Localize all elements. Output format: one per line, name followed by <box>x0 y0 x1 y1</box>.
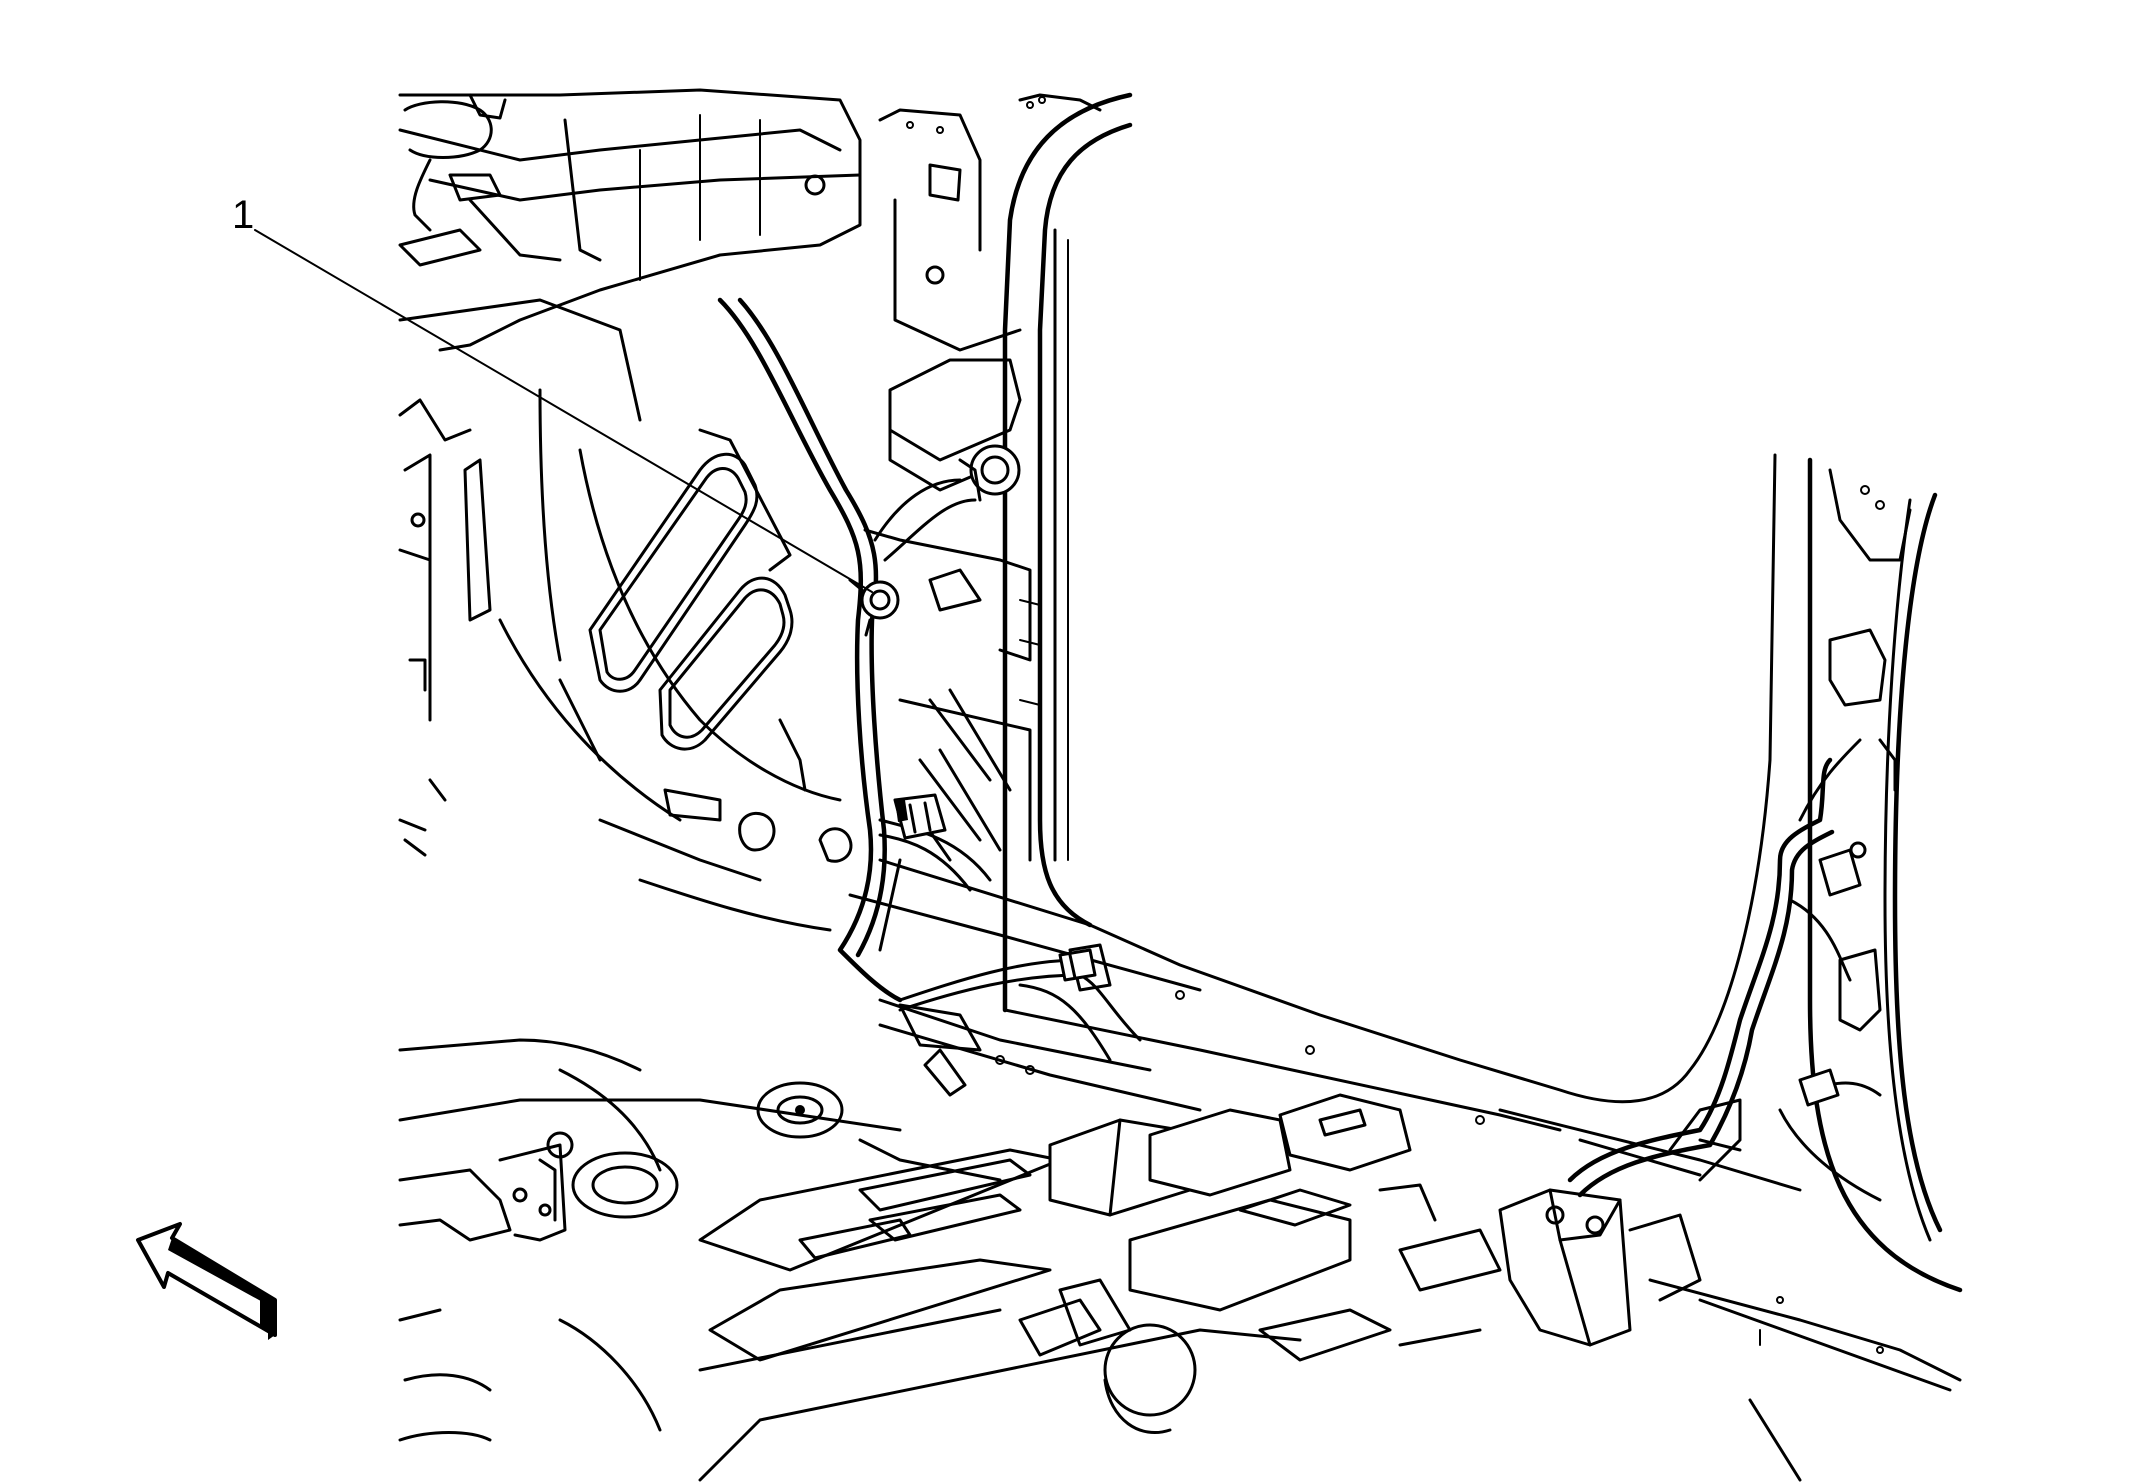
floor-center-area <box>398 1038 1302 1482</box>
floor-plug-left <box>571 1151 679 1219</box>
left-body-panel <box>398 298 842 932</box>
rear-harness-connector <box>1798 848 1862 1107</box>
rear-seat-bracket <box>1498 1098 1742 1347</box>
harness-connector-lower <box>1058 948 1097 982</box>
upper-cross-member <box>398 88 862 352</box>
callout-1: 1 <box>232 193 873 593</box>
floor-right-section <box>1498 1108 1962 1482</box>
rear-door-opening <box>1807 457 1963 1293</box>
front-direction-arrow-icon <box>136 1222 277 1340</box>
console-bracket-assembly <box>1018 1093 1502 1435</box>
rear-wiring-harness <box>1567 738 1882 1202</box>
callout-1-label: 1 <box>232 193 254 237</box>
upper-background-panel <box>878 93 1102 352</box>
callout-1-leader-line <box>254 229 873 593</box>
floor-plug-center <box>756 1081 844 1139</box>
front-door-opening <box>1002 92 1777 1132</box>
seat-latch-bracket <box>398 1131 574 1242</box>
rocker-sill <box>848 858 1485 1125</box>
wiring-harness <box>717 297 1142 1062</box>
floor-embossed-pockets <box>588 428 853 863</box>
harness-connector-upper <box>893 793 947 840</box>
center-pillar-inner-panel <box>863 358 1041 862</box>
pillar-grommet <box>958 444 1021 502</box>
lower-left-panel <box>398 1308 662 1442</box>
